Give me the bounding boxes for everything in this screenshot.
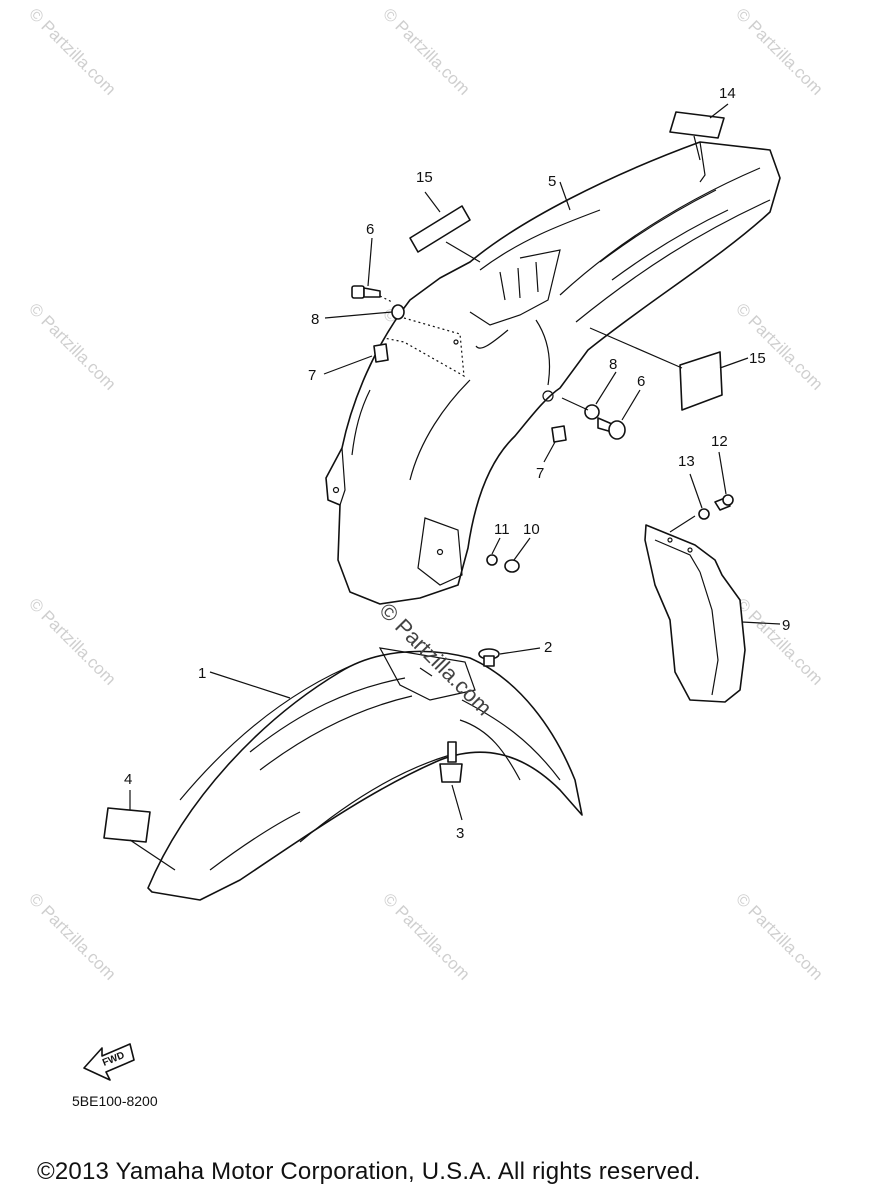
- callout-1: 1: [198, 665, 206, 682]
- watermark: © Partzilla.com: [732, 889, 826, 983]
- callout-5: 5: [548, 173, 556, 190]
- callout-7-upper: 7: [308, 367, 316, 384]
- diagram-code: 5BE100-8200: [72, 1093, 158, 1109]
- watermark: © Partzilla.com: [25, 889, 119, 983]
- callout-3: 3: [456, 825, 464, 842]
- watermark: © Partzilla.com: [732, 594, 826, 688]
- rear-fender-part-5: [325, 141, 781, 605]
- collar-part-11: [486, 554, 498, 566]
- fwd-arrow-icon: FWD: [83, 1043, 135, 1081]
- decal-part-4: [103, 807, 151, 843]
- nut-part-7-upper: [373, 343, 389, 363]
- grommet-part-2: [478, 648, 500, 667]
- bolt-part-6-upper: [351, 285, 381, 299]
- callout-2: 2: [544, 639, 552, 656]
- front-fender-part-1: [147, 647, 583, 901]
- callout-15-upper: 15: [416, 169, 433, 186]
- callout-9: 9: [782, 617, 790, 634]
- leader-lines: [129, 103, 781, 871]
- callout-8-upper: 8: [311, 311, 319, 328]
- callout-13: 13: [678, 453, 695, 470]
- callout-15-right: 15: [749, 350, 766, 367]
- bolt-part-3: [439, 741, 463, 783]
- callout-7-lower: 7: [536, 465, 544, 482]
- bolt-part-6-lower: [597, 417, 626, 440]
- watermark: © Partzilla.com: [732, 4, 826, 98]
- watermark: © Partzilla.com: [25, 594, 119, 688]
- washer-part-13: [698, 508, 710, 520]
- decal-part-15-right: [679, 351, 723, 411]
- watermark: © Partzilla.com: [379, 889, 473, 983]
- callout-8-lower: 8: [609, 356, 617, 373]
- copyright-notice: ©2013 Yamaha Motor Corporation, U.S.A. A…: [37, 1158, 701, 1185]
- watermark: © Partzilla.com: [25, 299, 119, 393]
- callout-12: 12: [711, 433, 728, 450]
- watermark: © Partzilla.com: [732, 299, 826, 393]
- callout-10: 10: [523, 521, 540, 538]
- nut-part-7-lower: [551, 425, 567, 443]
- mud-flap-part-9: [644, 524, 746, 703]
- decal-part-14: [669, 111, 725, 139]
- collar-part-8-upper: [391, 304, 405, 320]
- watermark: © Partzilla.com: [379, 4, 473, 98]
- bolt-part-10: [504, 559, 520, 573]
- callout-11: 11: [494, 521, 510, 538]
- decal-part-15-left: [409, 205, 471, 253]
- collar-part-8-lower: [584, 404, 600, 420]
- callout-4: 4: [124, 771, 132, 788]
- callout-6-lower: 6: [637, 373, 645, 390]
- callouts: 1 2 3 4 5 6 6 7 7 8 8 9 10 11 12 13 14 1…: [124, 85, 790, 842]
- bolt-part-12: [714, 494, 734, 511]
- decals: [103, 111, 725, 843]
- callout-6-upper: 6: [366, 221, 374, 238]
- callout-14: 14: [719, 85, 736, 102]
- parts-diagram: © Partzilla.com © Partzilla.com © Partzi…: [25, 4, 827, 1081]
- hardware: [351, 285, 734, 783]
- watermark: © Partzilla.com: [25, 4, 119, 98]
